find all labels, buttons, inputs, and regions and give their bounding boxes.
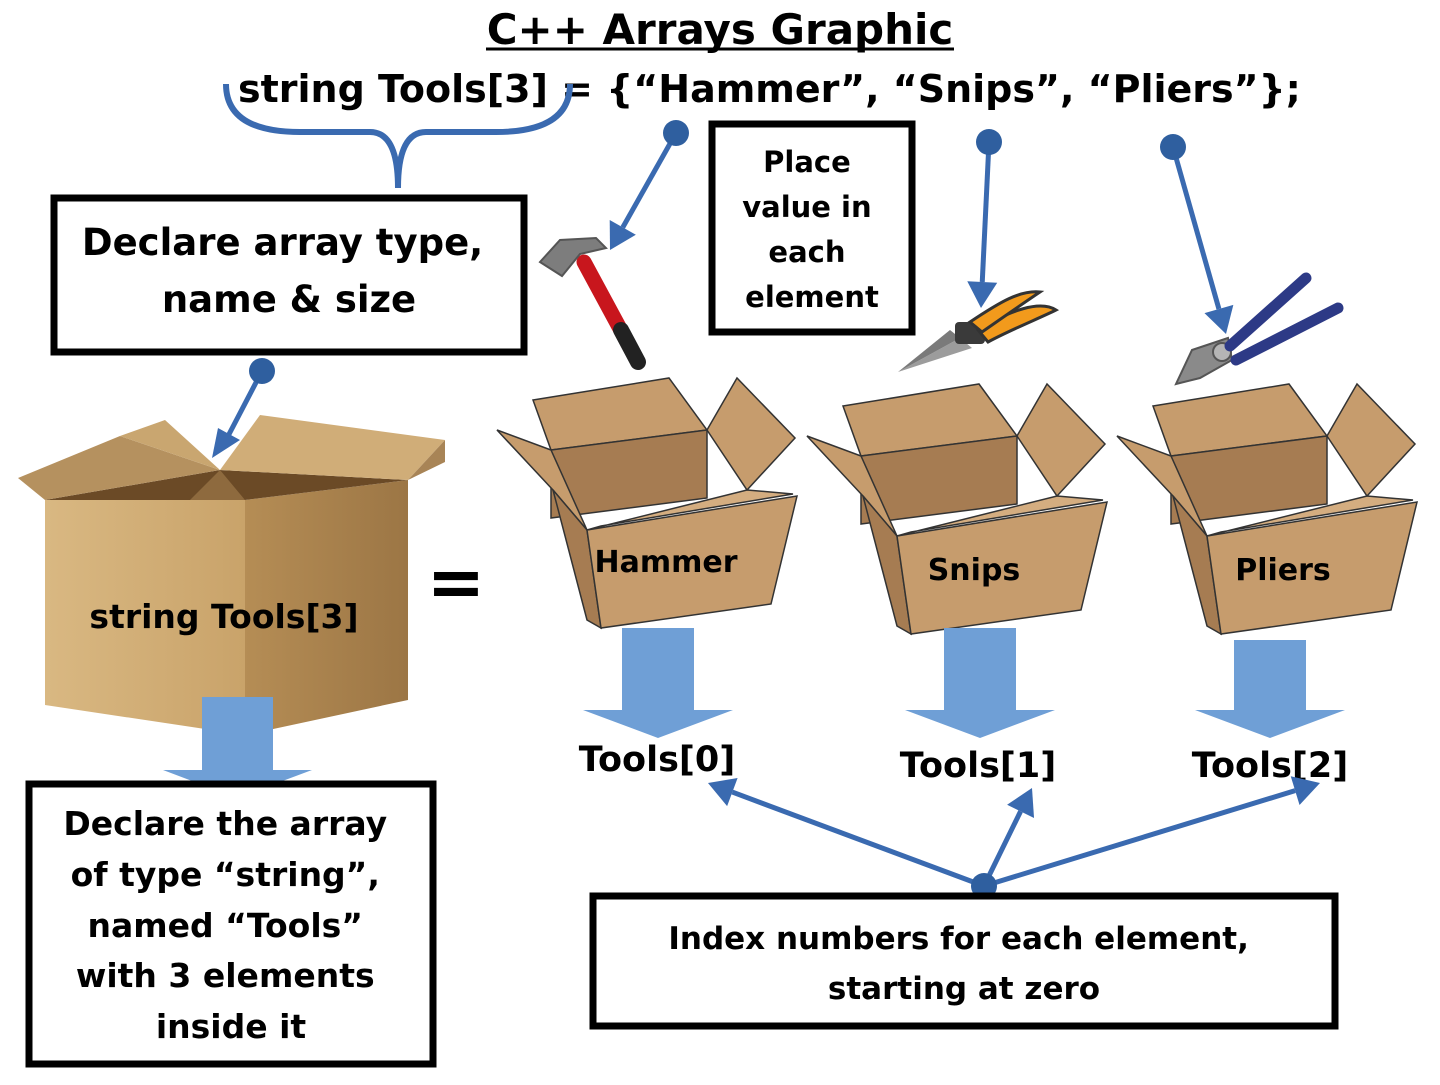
crate-label-2: Pliers — [1235, 553, 1331, 588]
big-box-down-arrow — [163, 697, 312, 798]
declaration-brace — [223, 83, 573, 189]
index-callout-box — [589, 892, 1339, 1030]
code-declaration: string Tools[3] = {“Hammer”, “Snips”, “P… — [238, 67, 1301, 111]
value-arrow-snips — [967, 129, 1002, 308]
element-down-arrow-1 — [905, 628, 1055, 738]
code-part-declaration: string Tools[3] — [238, 67, 548, 111]
place-value-callout-text: Place value in each element — [742, 145, 882, 314]
index-label-1: Tools[1] — [900, 746, 1057, 786]
index-label-2: Tools[2] — [1192, 746, 1349, 786]
code-part-initializer: = {“Hammer”, “Snips”, “Pliers”}; — [548, 67, 1301, 111]
index-label-0: Tools[0] — [579, 740, 736, 780]
index-arrow-2 — [983, 776, 1320, 889]
index-arrows — [708, 776, 1320, 899]
index-labels: Tools[0] Tools[1] Tools[2] — [579, 628, 1349, 786]
declare-full-callout-box — [25, 780, 437, 1068]
place-value-callout-box — [708, 120, 916, 336]
equals-sign: = — [427, 541, 486, 623]
element-down-arrow-0 — [583, 628, 733, 738]
index-arrow-0 — [708, 778, 985, 889]
value-arrows — [609, 120, 1234, 334]
index-callout-text: Index numbers for each element, starting… — [668, 921, 1259, 1007]
big-box-label: string Tools[3] — [89, 597, 358, 636]
declare-callout-text: Declare array type, name & size — [82, 221, 496, 321]
snips-icon — [898, 290, 1060, 372]
crate-hammer — [496, 376, 798, 630]
value-arrow-hammer — [609, 120, 689, 250]
crate-pliers — [1116, 382, 1418, 636]
declare-full-callout-text: Declare the array of type “string”, name… — [63, 804, 398, 1046]
crate-snips — [806, 382, 1108, 636]
hammer-icon — [538, 236, 646, 370]
pliers-icon — [1174, 272, 1344, 386]
crate-label-0: Hammer — [594, 545, 737, 580]
crate-label-1: Snips — [928, 553, 1021, 588]
value-arrow-pliers — [1160, 134, 1234, 334]
index-arrow-1 — [981, 788, 1035, 888]
big-box-illustration — [18, 415, 445, 735]
page-title: C++ Arrays Graphic — [487, 5, 954, 54]
declare-callout-box — [50, 194, 528, 356]
declare-to-box-arrow — [212, 358, 275, 458]
element-crates: Hammer Snips Pliers — [496, 376, 1418, 636]
element-down-arrow-2 — [1195, 640, 1345, 738]
